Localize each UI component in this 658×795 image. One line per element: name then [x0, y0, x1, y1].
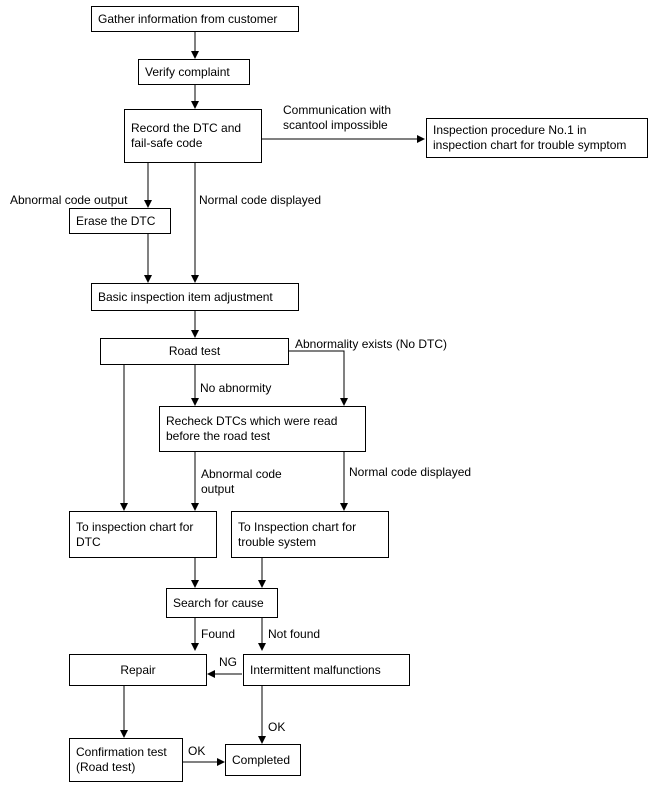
search-cause-text: Search for cause [173, 595, 264, 610]
confirmation-test-box: Confirmation test (Road test) [69, 738, 183, 782]
record-dtc-text: Record the DTC and fail-safe code [131, 121, 242, 150]
label-abnormality-exists: Abnormality exists (No DTC) [295, 337, 448, 351]
road-test-box: Road test [100, 338, 289, 365]
basic-inspection-text: Basic inspection item adjustment [98, 289, 273, 304]
erase-dtc-text: Erase the DTC [76, 213, 156, 228]
erase-dtc-box: Erase the DTC [69, 208, 171, 234]
verify-complaint-box: Verify complaint [138, 59, 250, 85]
search-cause-box: Search for cause [166, 588, 278, 618]
label-ng: NG [219, 655, 237, 669]
label-normal-displayed-1: Normal code displayed [199, 193, 322, 207]
label-abnormal-output-2: Abnormal code output [201, 467, 282, 496]
label-ok-1: OK [268, 720, 286, 734]
chart-dtc-text: To inspection chart for DTC [76, 519, 194, 549]
label-abnormal-output: Abnormal code output [10, 193, 128, 207]
label-comm-impossible: Communication with scantool impossible [283, 103, 392, 132]
inspection-no1-box: Inspection procedure No.1 in inspection … [426, 118, 648, 158]
chart-trouble-text: To Inspection chart for trouble system [238, 519, 357, 549]
recheck-dtcs-text: Recheck DTCs which were read before the … [166, 414, 338, 443]
arrow-roadtest-abnormality [289, 350, 348, 406]
completed-text: Completed [232, 752, 291, 767]
repair-box: Repair [69, 654, 207, 686]
label-no-abnormity: No abnormity [200, 381, 272, 395]
gather-info-box: Gather information from customer [91, 6, 299, 32]
verify-complaint-text: Verify complaint [145, 64, 230, 79]
label-not-found: Not found [268, 627, 321, 641]
gather-info-text: Gather information from customer [98, 11, 278, 26]
recheck-dtcs-box: Recheck DTCs which were read before the … [159, 406, 366, 452]
chart-dtc-box: To inspection chart for DTC [69, 511, 217, 558]
label-ok-2: OK [188, 744, 206, 758]
intermittent-box: Intermittent malfunctions [243, 654, 410, 686]
label-normal-displayed-2: Normal code displayed [349, 465, 472, 479]
confirmation-test-text: Confirmation test (Road test) [76, 745, 167, 774]
label-found: Found [201, 627, 236, 641]
intermittent-text: Intermittent malfunctions [250, 662, 381, 677]
chart-trouble-box: To Inspection chart for trouble system [231, 511, 389, 558]
basic-inspection-box: Basic inspection item adjustment [91, 283, 299, 311]
inspection-no1-text: Inspection procedure No.1 in inspection … [433, 123, 627, 152]
record-dtc-box: Record the DTC and fail-safe code [124, 109, 262, 163]
completed-box: Completed [225, 744, 301, 776]
repair-text: Repair [120, 662, 156, 677]
road-test-text: Road test [168, 344, 221, 358]
